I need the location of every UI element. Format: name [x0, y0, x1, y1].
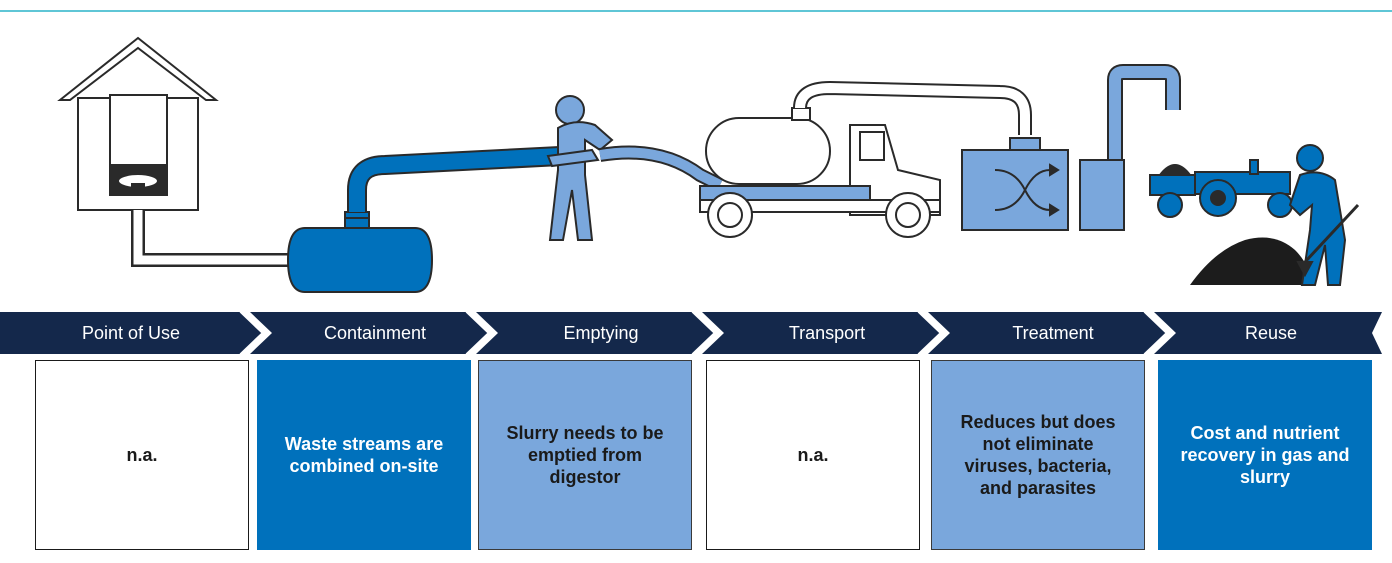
vacuum-truck-icon	[699, 80, 1032, 238]
step-description-text: n.a.	[797, 445, 829, 465]
compost-pile-icon	[1190, 237, 1312, 285]
sanitation-chain-illustration	[57, 36, 1360, 293]
treatment-plant-icon	[961, 64, 1181, 231]
step-description-transport: n.a.	[706, 360, 920, 550]
step-label-reuse: Reuse	[1244, 323, 1298, 343]
step-description-reuse: Cost and nutrient recovery in gas and sl…	[1158, 360, 1372, 550]
step-description-containment: Waste streams are combined on-site	[257, 360, 471, 550]
tractor-icon	[1149, 159, 1293, 218]
step-description-text: Slurry needs to be emptied from digestor	[506, 423, 664, 487]
value-chain-step-bar	[0, 312, 1382, 354]
step-description-emptying: Slurry needs to be emptied from digestor	[478, 360, 692, 550]
worker-with-hose-icon	[546, 95, 724, 241]
worker-shoveling-icon	[1288, 144, 1360, 286]
step-label-containment: Containment	[323, 323, 427, 343]
step-description-text: n.a.	[126, 445, 158, 465]
step-description-text: Cost and nutrient recovery in gas and sl…	[1180, 423, 1350, 487]
step-label-emptying: Emptying	[563, 323, 639, 343]
latrine-icon	[57, 36, 290, 267]
step-label-point-of-use: Point of Use	[81, 323, 181, 343]
step-description-point-of-use: n.a.	[35, 360, 249, 550]
top-accent-line	[0, 10, 1392, 12]
step-description-text: Waste streams are combined on-site	[284, 434, 444, 476]
step-description-text: Reduces but does not eliminate viruses, …	[960, 412, 1116, 498]
biogas-digester-icon	[286, 146, 561, 293]
step-label-transport: Transport	[788, 323, 866, 343]
step-description-treatment: Reduces but does not eliminate viruses, …	[931, 360, 1145, 550]
step-label-treatment: Treatment	[1012, 323, 1094, 343]
